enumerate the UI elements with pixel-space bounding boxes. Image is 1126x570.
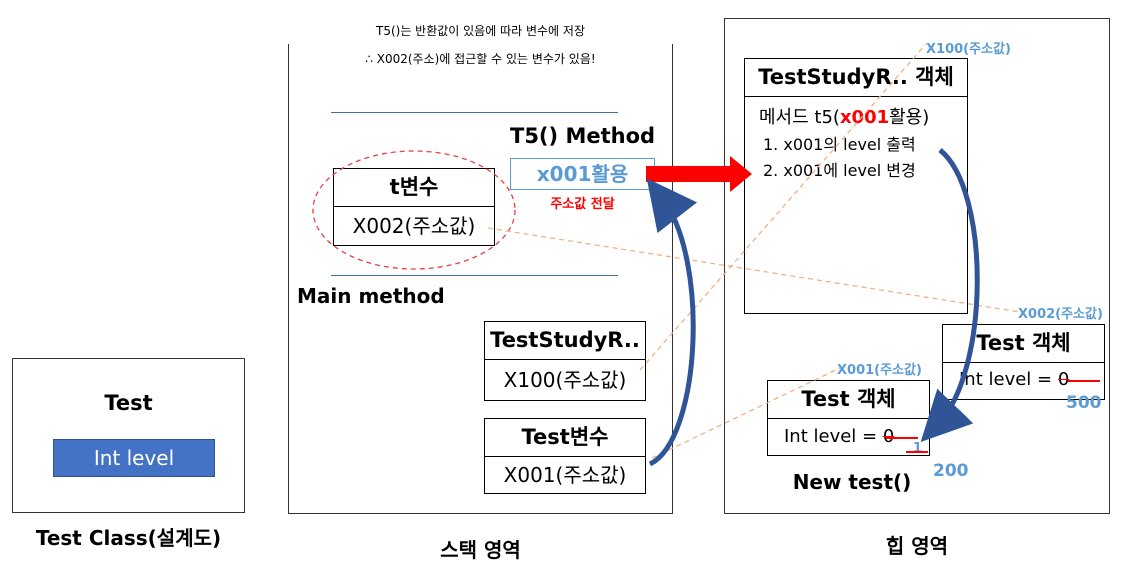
teststudy-object-method: 메서드 t5(x001활용)	[759, 103, 929, 129]
t-variable-name: t변수	[334, 169, 494, 207]
class-title: Test	[104, 391, 153, 415]
x001-field-label: Int level =	[784, 426, 883, 447]
x001-old-value: 0	[882, 426, 895, 447]
class-caption: Test Class(설계도)	[35, 526, 222, 550]
stack-note-line1: T5()는 반환값이 있음에 따라 변수에 저장	[375, 24, 585, 38]
constructor-label: New test()	[792, 470, 912, 494]
test-object-x001-title: Test 객체	[768, 381, 929, 419]
method-prefix: 메서드 t5(	[759, 107, 840, 128]
t5-frame-top-line	[331, 112, 618, 113]
test-object-x001-field: Int level = 0	[784, 426, 894, 447]
test-variable-name: Test변수	[485, 419, 645, 457]
x002-new-value: 500	[1066, 393, 1102, 413]
test-object-x002-field: Int level = 0	[959, 369, 1069, 390]
test-variable-box: Test변수 X001(주소값)	[484, 418, 646, 494]
method-highlight: x001	[839, 107, 890, 128]
method-suffix: 활용)	[889, 107, 930, 128]
x001-address-label: X001(주소값)	[837, 363, 922, 378]
x002-address-label: X002(주소값)	[1018, 307, 1103, 322]
main-method-label: Main method	[297, 284, 445, 308]
stack-note-line2: ∴ X002(주소)에 접근할 수 있는 변수가 있음!	[365, 52, 596, 66]
t-variable-value: X002(주소값)	[352, 214, 476, 238]
main-frame-top-line	[331, 275, 618, 276]
t5-sub-label: 주소값 전달	[550, 197, 615, 212]
teststudy-object-step2: 2. x001에 level 변경	[763, 161, 916, 180]
teststudy-object-box: TestStudyR.. 객체 메서드 t5(x001활용) 1. x001의 …	[744, 58, 968, 314]
teststudy-variable-name: TestStudyR..	[485, 322, 645, 360]
teststudy-variable-value: X100(주소값)	[503, 368, 627, 392]
teststudy-object-step1: 1. x001의 level 출력	[763, 135, 916, 154]
teststudy-object-title: TestStudyR.. 객체	[745, 59, 967, 97]
class-field: Int level	[53, 439, 215, 477]
test-variable-value: X001(주소값)	[503, 463, 627, 487]
x001-mid-value: 1	[913, 441, 923, 456]
x001-new-value: 200	[933, 461, 969, 481]
heap-caption: 힙 영역	[885, 534, 949, 558]
t-variable-box: t변수 X002(주소값)	[333, 168, 495, 246]
x002-old-value: 0	[1057, 369, 1070, 390]
class-panel: Test Int level	[12, 358, 245, 513]
test-object-x001-box: Test 객체 Int level = 0	[767, 380, 930, 456]
x100-address-label: X100(주소값)	[926, 42, 1011, 57]
t5-value-box: x001활용	[510, 158, 655, 190]
t5-method-label: T5() Method	[510, 124, 656, 148]
t5-value: x001활용	[536, 162, 629, 186]
test-object-x002-title: Test 객체	[943, 325, 1104, 363]
teststudy-variable-box: TestStudyR.. X100(주소값)	[484, 321, 646, 401]
stack-caption: 스택 영역	[440, 538, 521, 562]
test-object-x002-box: Test 객체 Int level = 0	[942, 324, 1105, 400]
x002-field-label: Int level =	[959, 369, 1058, 390]
